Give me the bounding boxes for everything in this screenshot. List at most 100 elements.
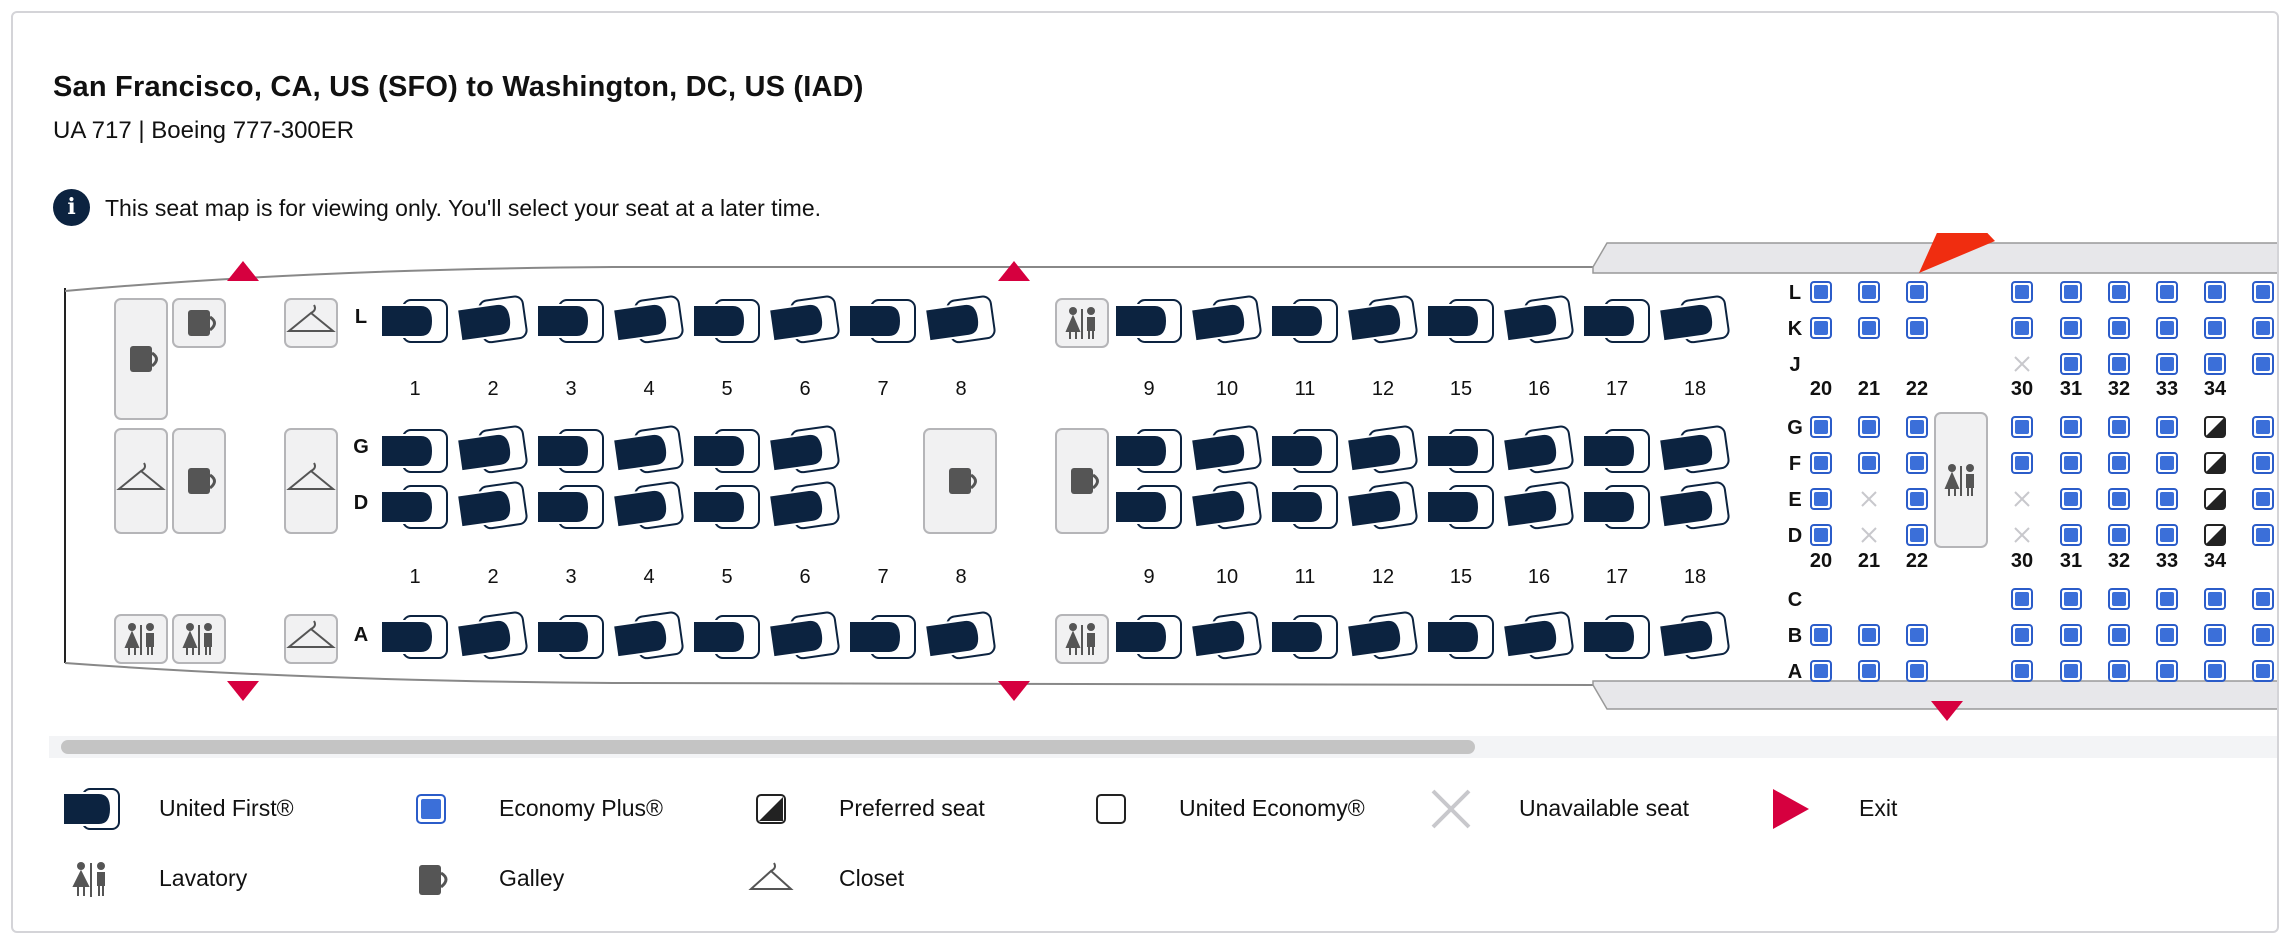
economy-plus-seat[interactable] (2156, 488, 2178, 510)
united-first-seat[interactable] (1270, 485, 1338, 529)
united-first-seat[interactable] (1345, 295, 1418, 346)
economy-plus-seat[interactable] (2156, 588, 2178, 610)
economy-plus-seat[interactable] (2060, 452, 2082, 474)
united-first-seat[interactable] (1426, 429, 1494, 473)
economy-plus-seat[interactable] (1906, 660, 1928, 682)
seat-map-scrollbar[interactable] (49, 736, 2277, 758)
economy-plus-seat[interactable] (2252, 353, 2274, 375)
united-first-seat[interactable] (1657, 481, 1730, 532)
united-first-seat[interactable] (1657, 611, 1730, 662)
economy-plus-seat[interactable] (2204, 353, 2226, 375)
economy-plus-seat[interactable] (2156, 416, 2178, 438)
economy-plus-seat[interactable] (1906, 524, 1928, 546)
united-first-seat[interactable] (1657, 425, 1730, 476)
united-first-seat[interactable] (380, 299, 448, 343)
united-first-seat[interactable] (455, 611, 528, 662)
economy-plus-seat[interactable] (2108, 317, 2130, 339)
economy-plus-seat[interactable] (1906, 317, 1928, 339)
united-first-seat[interactable] (455, 425, 528, 476)
economy-plus-seat[interactable] (1810, 416, 1832, 438)
economy-plus-seat[interactable] (2156, 452, 2178, 474)
united-first-seat[interactable] (611, 425, 684, 476)
united-first-seat[interactable] (536, 485, 604, 529)
economy-plus-seat[interactable] (2011, 588, 2033, 610)
economy-plus-seat[interactable] (2060, 624, 2082, 646)
united-first-seat[interactable] (1189, 611, 1262, 662)
economy-plus-seat[interactable] (2156, 353, 2178, 375)
economy-plus-seat[interactable] (2204, 281, 2226, 303)
united-first-seat[interactable] (380, 615, 448, 659)
united-first-seat[interactable] (1114, 299, 1182, 343)
united-first-seat[interactable] (1114, 615, 1182, 659)
preferred-seat[interactable] (2204, 452, 2226, 474)
economy-plus-seat[interactable] (2060, 524, 2082, 546)
united-first-seat[interactable] (536, 299, 604, 343)
united-first-seat[interactable] (1345, 425, 1418, 476)
economy-plus-seat[interactable] (2252, 660, 2274, 682)
united-first-seat[interactable] (611, 481, 684, 532)
economy-plus-seat[interactable] (2156, 317, 2178, 339)
united-first-seat[interactable] (380, 485, 448, 529)
economy-plus-seat[interactable] (2011, 452, 2033, 474)
united-first-seat[interactable] (767, 611, 840, 662)
economy-plus-seat[interactable] (2252, 416, 2274, 438)
economy-plus-seat[interactable] (2011, 416, 2033, 438)
economy-plus-seat[interactable] (2156, 281, 2178, 303)
economy-plus-seat[interactable] (1906, 624, 1928, 646)
united-first-seat[interactable] (1345, 611, 1418, 662)
economy-plus-seat[interactable] (2011, 660, 2033, 682)
economy-plus-seat[interactable] (2156, 524, 2178, 546)
economy-plus-seat[interactable] (2252, 281, 2274, 303)
united-first-seat[interactable] (692, 299, 760, 343)
economy-plus-seat[interactable] (1858, 317, 1880, 339)
united-first-seat[interactable] (1501, 611, 1574, 662)
economy-plus-seat[interactable] (2108, 416, 2130, 438)
united-first-seat[interactable] (1345, 481, 1418, 532)
economy-plus-seat[interactable] (2060, 317, 2082, 339)
economy-plus-seat[interactable] (2108, 524, 2130, 546)
economy-plus-seat[interactable] (1810, 317, 1832, 339)
united-first-seat[interactable] (1501, 295, 1574, 346)
economy-plus-seat[interactable] (1906, 488, 1928, 510)
preferred-seat[interactable] (2204, 488, 2226, 510)
united-first-seat[interactable] (455, 481, 528, 532)
economy-plus-seat[interactable] (2108, 624, 2130, 646)
united-first-seat[interactable] (1582, 299, 1650, 343)
economy-plus-seat[interactable] (1858, 416, 1880, 438)
economy-plus-seat[interactable] (2108, 488, 2130, 510)
economy-plus-seat[interactable] (2108, 353, 2130, 375)
united-first-seat[interactable] (848, 615, 916, 659)
united-first-seat[interactable] (692, 485, 760, 529)
united-first-seat[interactable] (767, 481, 840, 532)
economy-plus-seat[interactable] (2204, 317, 2226, 339)
united-first-seat[interactable] (1114, 485, 1182, 529)
economy-plus-seat[interactable] (2011, 281, 2033, 303)
economy-plus-seat[interactable] (1858, 624, 1880, 646)
united-first-seat[interactable] (1501, 425, 1574, 476)
economy-plus-seat[interactable] (1810, 624, 1832, 646)
economy-plus-seat[interactable] (1906, 281, 1928, 303)
united-first-seat[interactable] (611, 611, 684, 662)
united-first-seat[interactable] (1582, 429, 1650, 473)
united-first-seat[interactable] (692, 429, 760, 473)
united-first-seat[interactable] (692, 615, 760, 659)
united-first-seat[interactable] (1189, 295, 1262, 346)
united-first-seat[interactable] (380, 429, 448, 473)
united-first-seat[interactable] (767, 425, 840, 476)
economy-plus-seat[interactable] (2252, 488, 2274, 510)
economy-plus-seat[interactable] (1810, 524, 1832, 546)
economy-plus-seat[interactable] (2204, 624, 2226, 646)
preferred-seat[interactable] (2204, 416, 2226, 438)
economy-plus-seat[interactable] (2108, 281, 2130, 303)
economy-plus-seat[interactable] (1906, 416, 1928, 438)
economy-plus-seat[interactable] (2060, 588, 2082, 610)
united-first-seat[interactable] (1426, 485, 1494, 529)
united-first-seat[interactable] (455, 295, 528, 346)
economy-plus-seat[interactable] (2108, 660, 2130, 682)
united-first-seat[interactable] (1270, 615, 1338, 659)
united-first-seat[interactable] (1501, 481, 1574, 532)
united-first-seat[interactable] (1582, 615, 1650, 659)
economy-plus-seat[interactable] (2252, 624, 2274, 646)
economy-plus-seat[interactable] (2156, 660, 2178, 682)
